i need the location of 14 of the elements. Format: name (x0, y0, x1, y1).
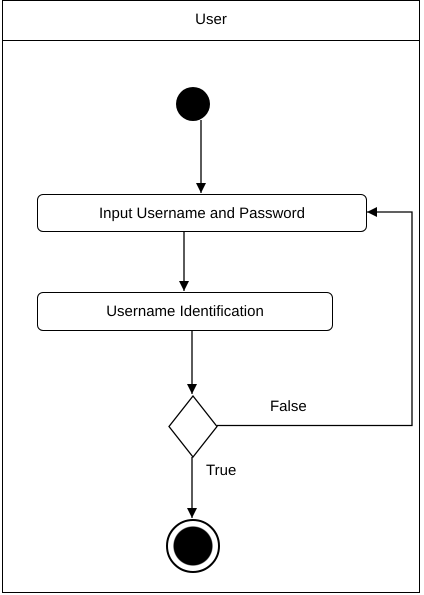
lane-title: User (195, 11, 227, 28)
arrow (179, 231, 189, 291)
arrow (217, 207, 413, 426)
arrow (187, 457, 197, 518)
decision-diamond (168, 395, 218, 458)
action-box (37, 292, 333, 331)
arrow (196, 120, 206, 193)
action-text: Input Username and Password (99, 204, 305, 222)
action-box (37, 194, 367, 232)
action-text: Username Identification (106, 303, 264, 320)
start-node (176, 87, 210, 121)
arrow (187, 330, 197, 394)
edge-label: False (268, 398, 309, 414)
end-node (166, 519, 220, 573)
